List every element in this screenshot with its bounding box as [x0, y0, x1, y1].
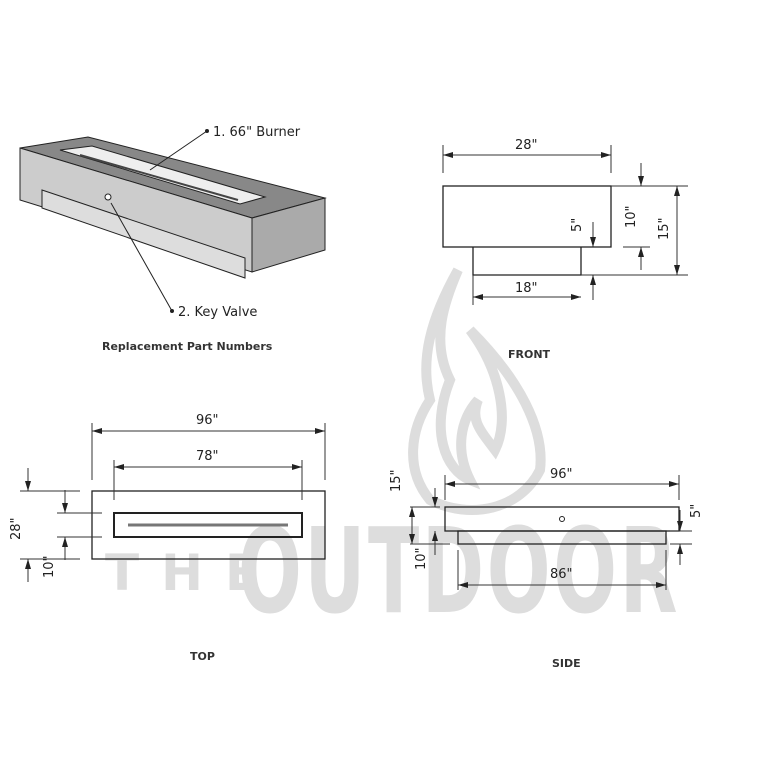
front-top-height: 10" — [624, 205, 639, 228]
side-caption: SIDE — [552, 657, 581, 670]
front-view: 28" 15" 10" 5" 18" FRONT — [442, 138, 688, 361]
front-base-height: 5" — [570, 218, 585, 232]
top-burner-length: 78" — [196, 449, 219, 464]
front-total-height: 15" — [657, 217, 672, 240]
top-view: 96" 78" 28" 10" TOP — [9, 413, 326, 663]
iso-caption: Replacement Part Numbers — [102, 340, 273, 353]
side-top-height: 10" — [414, 547, 429, 570]
side-base-height: 5" — [689, 504, 704, 518]
side-total-height: 15" — [389, 469, 404, 492]
callout-key-valve: 2. Key Valve — [178, 305, 257, 320]
top-burner-width: 10" — [42, 555, 57, 578]
key-valve-icon — [104, 193, 112, 201]
top-caption: TOP — [190, 650, 215, 663]
top-length: 96" — [196, 413, 219, 428]
watermark-outdoor: OUTDOOR — [238, 502, 680, 640]
side-base-length: 86" — [550, 567, 573, 582]
callout-burner: 1. 66" Burner — [213, 125, 301, 140]
side-valve-icon — [559, 516, 565, 522]
side-length: 96" — [550, 467, 573, 482]
flame-watermark-icon — [408, 267, 546, 515]
front-base-width: 18" — [515, 281, 538, 296]
top-depth: 28" — [9, 517, 24, 540]
isometric-view: 1. 66" Burner 2. Key Valve Replacement P… — [19, 125, 327, 353]
watermark: THE OUTDOOR — [105, 267, 680, 640]
front-width: 28" — [515, 138, 538, 153]
front-caption: FRONT — [508, 348, 551, 361]
side-view: 96" 86" 15" 10" 5" SIDE — [389, 467, 704, 670]
watermark-the: THE — [105, 544, 281, 602]
